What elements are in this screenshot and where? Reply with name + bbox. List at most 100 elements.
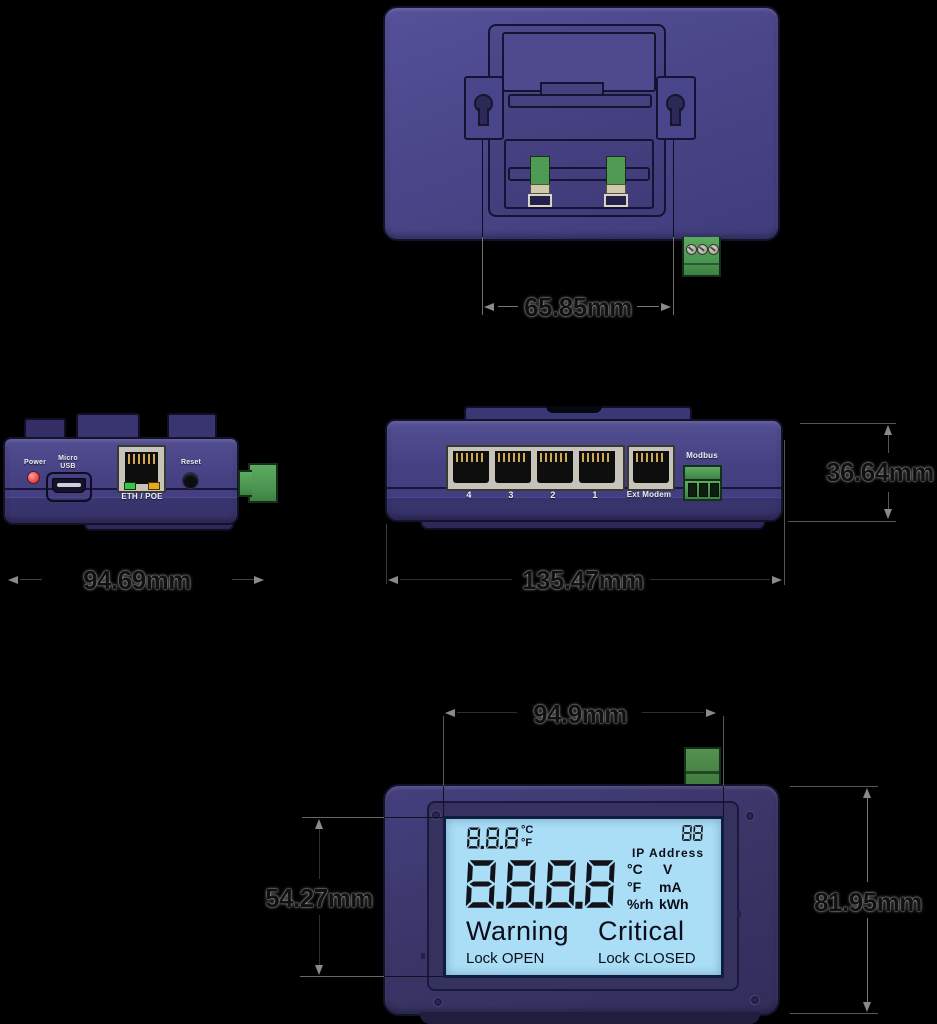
micro-usb-label-line2: USB xyxy=(60,463,76,470)
lan-port-label-2: 2 xyxy=(550,490,556,500)
dim-arrow xyxy=(8,576,18,584)
micro-usb-tongue xyxy=(57,483,81,487)
dim-arrow xyxy=(661,303,671,311)
terminal-block-lip xyxy=(684,263,719,265)
din-clip-hook-2 xyxy=(604,194,628,207)
lan-port-label-4: 4 xyxy=(466,490,472,500)
modbus-slot-1 xyxy=(688,483,697,497)
dim-arrow xyxy=(863,788,871,798)
ext-line xyxy=(790,786,878,787)
ext-line xyxy=(386,524,387,584)
ext-line xyxy=(800,423,896,424)
dim-line xyxy=(319,829,320,879)
lcd-ip-label: IP Address xyxy=(631,846,704,860)
lan-port-1 xyxy=(579,451,615,483)
din-clip-ivory-tab-1 xyxy=(530,184,550,194)
dim-display-height: 81.95mm xyxy=(814,887,922,917)
dim-front-height: 36.64mm xyxy=(826,457,934,487)
reset-label: Reset xyxy=(180,459,202,466)
din-clip-bar xyxy=(508,167,650,181)
dim-arrow xyxy=(484,303,494,311)
lcd-aux-value xyxy=(466,826,518,850)
lcd-main-value xyxy=(465,857,617,911)
micro-usb-port xyxy=(52,478,86,493)
modbus-terminal-top xyxy=(683,465,722,479)
dim-arrow xyxy=(772,576,782,584)
dim-line xyxy=(20,579,42,580)
dim-arrow xyxy=(254,576,264,584)
side-seam-highlight xyxy=(5,497,237,498)
modbus-terminal-body xyxy=(683,479,722,501)
bezel-screw-bl xyxy=(433,997,443,1007)
dim-arrow xyxy=(315,965,323,975)
keyhole-left-slot xyxy=(478,108,489,126)
lan-port-panel xyxy=(446,445,625,491)
dim-line xyxy=(888,492,889,510)
dim-line xyxy=(232,579,254,580)
ext-line xyxy=(300,976,384,977)
dim-arrow xyxy=(706,709,716,717)
lcd-unit-kwh: kWh xyxy=(659,896,689,912)
modbus-slot-3 xyxy=(710,483,719,497)
terminal-screw-2 xyxy=(697,244,708,255)
modbus-label: Modbus xyxy=(686,451,718,460)
lan-port-3 xyxy=(495,451,531,483)
eth-poe-port-bezel xyxy=(117,445,166,493)
dim-arrow xyxy=(388,576,398,584)
bezel-notch-right xyxy=(737,911,741,917)
micro-usb-label: Micro USB xyxy=(52,455,84,471)
ext-line xyxy=(673,237,674,315)
ext-modem-port xyxy=(633,451,669,483)
ext-line xyxy=(384,817,443,818)
ext-line xyxy=(443,786,444,817)
rj45-pins xyxy=(636,453,666,462)
modbus-slot-2 xyxy=(699,483,708,497)
bezel-screw-tl xyxy=(431,810,441,820)
display-bottom-shadow xyxy=(420,1012,760,1024)
front-top-dip xyxy=(546,406,602,413)
bezel-notch-left xyxy=(421,953,425,959)
terminal-screw-3 xyxy=(708,244,719,255)
mount-plate-lip xyxy=(508,94,652,108)
din-clip-outline xyxy=(504,139,654,209)
rj45-pins xyxy=(498,453,528,462)
dim-line xyxy=(637,306,659,307)
din-clip-ivory-tab-2 xyxy=(606,184,626,194)
reset-button xyxy=(182,472,199,489)
dim-arrow xyxy=(863,1002,871,1012)
dim-front-width: 135.47mm xyxy=(522,565,644,595)
power-led xyxy=(27,471,40,484)
front-seam-highlight xyxy=(387,497,781,498)
bezel-screw-tr xyxy=(745,811,755,821)
ext-line xyxy=(790,1013,878,1014)
ext-line xyxy=(788,521,896,522)
ext-line xyxy=(482,237,483,315)
terminal-screw-1 xyxy=(686,244,697,255)
rj45-pins xyxy=(582,453,612,462)
ext-line xyxy=(302,817,384,818)
lcd-unit-ma: mA xyxy=(659,879,682,895)
lcd-counter xyxy=(682,824,704,842)
lcd-unit-v: V xyxy=(663,861,673,877)
dim-line xyxy=(867,798,868,882)
lcd-aux-unit-bottom: °F xyxy=(521,837,533,849)
lcd-aux-unit-top: °C xyxy=(521,824,534,836)
ext-line xyxy=(723,786,724,817)
lcd-unit-rh: %rh xyxy=(627,896,654,912)
dim-line xyxy=(642,712,704,713)
dim-line xyxy=(319,915,320,965)
din-clip-hook-1 xyxy=(528,194,552,207)
dim-line xyxy=(498,306,518,307)
lan-port-label-3: 3 xyxy=(508,490,514,500)
lan-port-4 xyxy=(453,451,489,483)
dim-side-width: 94.69mm xyxy=(83,565,191,595)
rj45-pins xyxy=(540,453,570,462)
eth-led-orange xyxy=(148,482,160,490)
dim-arrow xyxy=(884,425,892,435)
dim-line xyxy=(650,579,770,580)
dim-arrow xyxy=(884,509,892,519)
side-lower-band xyxy=(5,498,237,523)
dim-line xyxy=(888,435,889,453)
ext-line xyxy=(673,140,674,237)
